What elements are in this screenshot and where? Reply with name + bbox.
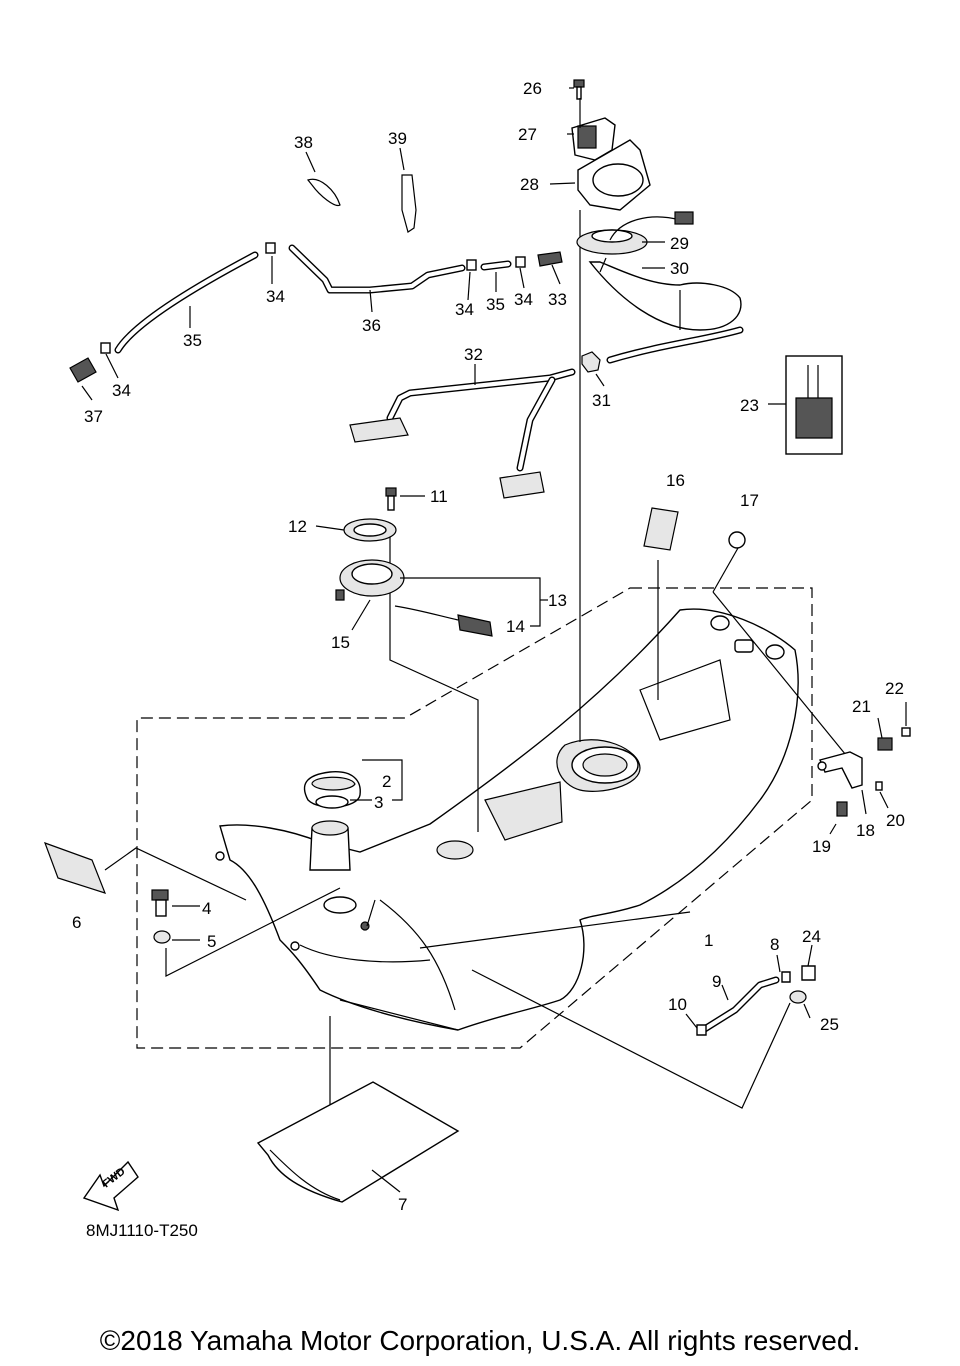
callout-27: 27 [518,125,537,144]
warning-label [43,841,107,894]
callout-21: 21 [852,697,871,716]
pad-a [349,417,409,443]
vent-grommet [789,990,807,1004]
callout-19: 19 [812,837,831,856]
fuel-pump-unit [576,211,744,364]
callout-13: 13 [548,591,567,610]
pump-bolt [573,79,585,88]
callout-5: 5 [207,932,216,951]
callout-20: 20 [886,811,905,830]
fuel-tank [215,608,799,1031]
vent-joint [801,965,816,981]
hose-clamp-8 [781,971,791,983]
callout-38: 38 [294,133,313,152]
pad-16 [643,507,679,551]
callout-12: 12 [288,517,307,536]
callout-numbers: 1 2 3 4 5 6 7 8 9 10 11 12 13 14 15 16 1… [72,79,905,1214]
cap-17 [728,531,746,549]
cap-o-ring [315,795,349,809]
hose-clip-c [466,259,477,271]
clamp-38 [306,178,341,207]
callout-4: 4 [202,899,211,918]
fwd-arrow-icon: FWD [82,1160,139,1212]
callout-29: 29 [670,234,689,253]
sender-bolt [385,487,397,497]
callout-10: 10 [668,995,687,1014]
sender-connector [457,614,493,637]
callout-35a: 35 [486,295,505,314]
sender-bolt-shaft [387,495,395,511]
callout-34a: 34 [266,287,285,306]
callout-39: 39 [388,129,407,148]
callout-25: 25 [820,1015,839,1034]
callout-11: 11 [430,487,448,506]
callout-8: 8 [770,935,779,954]
callout-16: 16 [666,471,685,490]
grommet [153,930,171,944]
callout-1: 1 [704,931,713,950]
quick-connector-37 [69,357,97,383]
callout-3: 3 [374,793,383,812]
hose-clamp-10 [696,1024,707,1036]
bracket-assembly [817,727,911,817]
callout-17: 17 [740,491,759,510]
callout-34c: 34 [514,290,533,309]
copyright-notice: ©2018 Yamaha Motor Corporation, U.S.A. A… [100,1325,860,1356]
callout-32: 32 [464,345,483,364]
fuel-sender-unit [335,559,459,621]
callout-34d: 34 [112,381,131,400]
callout-31: 31 [592,391,611,410]
clamp-39 [401,174,417,233]
callout-26: 26 [523,79,542,98]
callout-24: 24 [802,927,821,946]
callout-9: 9 [712,972,721,991]
callout-23: 23 [740,396,759,415]
quick-connector-33 [537,251,563,267]
drain-bolt [151,889,169,917]
pad-b [499,471,545,499]
callout-2: 2 [382,772,391,791]
callout-22: 22 [885,679,904,698]
callout-33: 33 [548,290,567,309]
callout-18: 18 [856,821,875,840]
callout-35b: 35 [183,331,202,350]
callout-15: 15 [331,633,350,652]
callout-28: 28 [520,175,539,194]
hose-clip-b [100,342,111,354]
callout-37: 37 [84,407,103,426]
callout-14: 14 [506,617,525,636]
callout-30: 30 [670,259,689,278]
callout-36: 36 [362,316,381,335]
callout-6: 6 [72,913,81,932]
caution-label [256,1081,460,1203]
diagram-code: 8MJ1110-T250 [86,1221,198,1240]
hose-clip-a [265,242,276,254]
callout-34b: 34 [455,300,474,319]
callout-7: 7 [398,1195,407,1214]
pump-nut [581,351,601,373]
assembly-boundary [136,587,813,1049]
hose-clip-d [515,256,526,268]
